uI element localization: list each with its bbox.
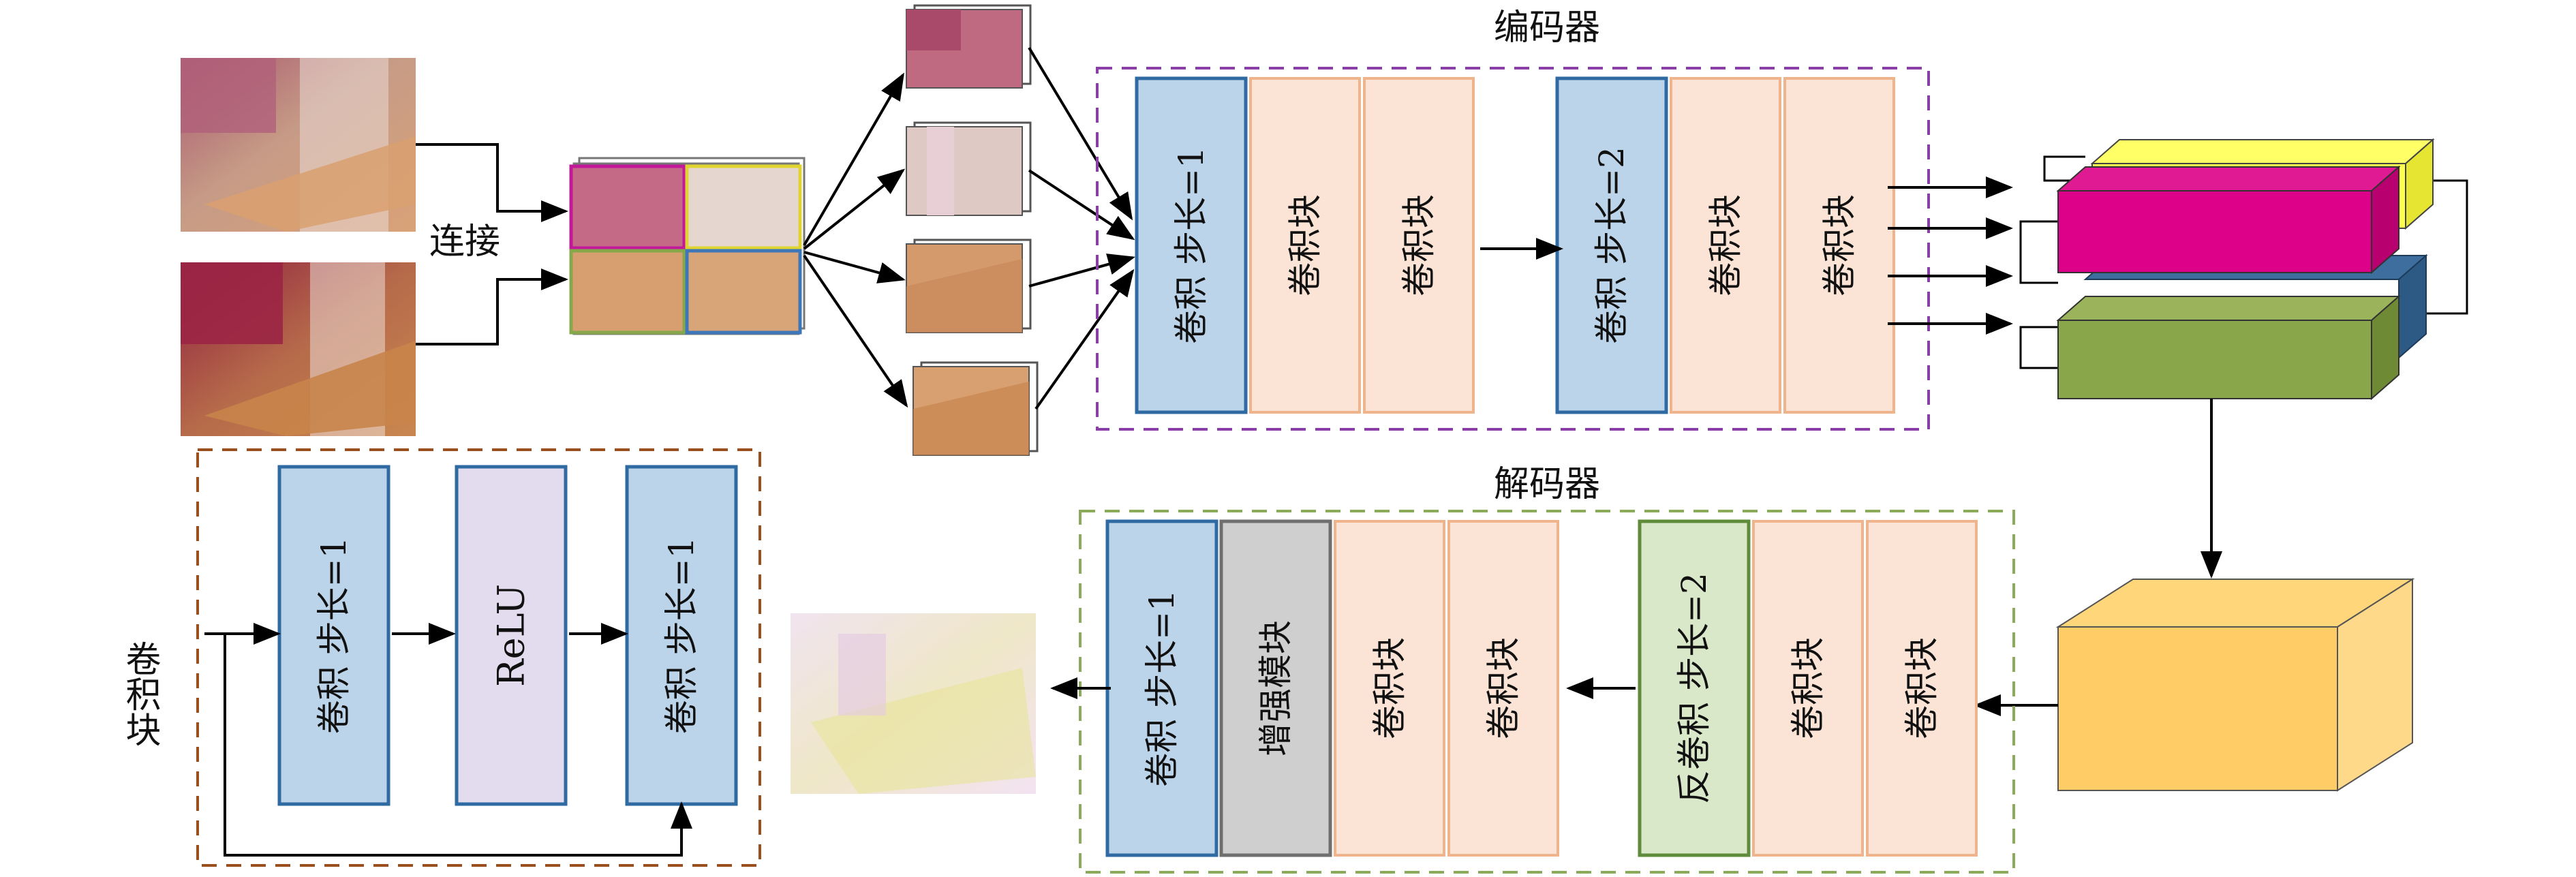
arrow-crop1-to-encoder — [1028, 46, 1133, 221]
crop-1 — [906, 4, 1032, 89]
decoder-box-4 — [1447, 520, 1559, 857]
input-image-dark — [181, 262, 416, 436]
arrow-block-skip — [224, 634, 692, 857]
conv-block-side-label: 卷积块 — [119, 641, 160, 747]
output-image — [791, 613, 1036, 794]
decoder-box-4-label: 卷积块 — [1484, 637, 1523, 739]
decoder-box-7-label: 卷积块 — [1902, 637, 1942, 739]
cube-orange — [2055, 578, 2415, 792]
encoder-frame — [1096, 67, 1930, 431]
encoder-box-6-label: 卷积块 — [1820, 194, 1859, 296]
encoder-box-3-label: 卷积块 — [1399, 194, 1439, 296]
decoder-box-5-label: 反卷积 步长=2 — [1674, 572, 1714, 804]
conv-block-box-1 — [277, 465, 390, 806]
conv-block-box-1-label: 卷积 步长=1 — [314, 537, 354, 735]
input-image-bright — [181, 58, 416, 232]
decoder-box-3 — [1334, 520, 1445, 857]
decoder-box-6 — [1752, 520, 1864, 857]
arrow-crop4-to-encoder — [1034, 268, 1135, 410]
cube-green — [2056, 294, 2401, 401]
encoder-box-2-label: 卷积块 — [1285, 194, 1325, 296]
arrow-stack-to-crop1 — [803, 72, 905, 247]
decoder-box-1 — [1105, 519, 1218, 857]
arrow-crop2-to-encoder — [1028, 169, 1135, 241]
decoder-frame — [1079, 510, 2015, 874]
conv-block-box-2-label: ReLU — [490, 584, 533, 687]
encoder-box-6 — [1783, 77, 1895, 414]
encoder-box-4 — [1555, 76, 1668, 414]
decoder-box-1-label: 卷积 步长=1 — [1142, 589, 1182, 787]
encoder-title: 编码器 — [1494, 7, 1600, 48]
decoder-box-2 — [1219, 519, 1332, 857]
arrow-stack-to-crop4 — [803, 254, 908, 408]
encoder-box-4-label: 卷积 步长=2 — [1592, 147, 1631, 344]
concat-label: 连接 — [429, 221, 500, 262]
encoder-box-3 — [1363, 77, 1475, 414]
conv-block-boxes: 卷积 步长=1 ReLU 卷积 步长=1 — [277, 465, 738, 806]
decoder-box-7 — [1866, 520, 1978, 857]
conv-block-frame — [196, 448, 761, 867]
conv-block-box-2 — [455, 465, 568, 806]
arrow-input1-to-stack — [416, 143, 568, 222]
encoder-box-5-label: 卷积块 — [1706, 194, 1745, 296]
decoder-title: 解码器 — [1494, 464, 1600, 505]
decoder-box-2-label: 增强模块 — [1256, 620, 1295, 756]
arrow-input2-to-stack — [416, 268, 568, 345]
concatenated-tile-stack — [569, 157, 806, 335]
decoder-box-3-label: 卷积块 — [1370, 637, 1409, 739]
crop-2 — [906, 121, 1032, 216]
encoder-box-5 — [1670, 77, 1781, 414]
arrow-crop3-to-encoder — [1028, 253, 1135, 288]
feature-cubes — [2019, 138, 2468, 401]
arrow-stack-to-crop2 — [803, 168, 906, 250]
decoder-box-6-label: 卷积块 — [1788, 637, 1828, 739]
encoder-box-1-label: 卷积 步长=1 — [1171, 147, 1211, 344]
arrow-stack-to-crop3 — [803, 251, 906, 283]
encoder-box-2 — [1249, 77, 1361, 414]
crop-4 — [913, 361, 1039, 456]
decoder-boxes: 卷积 步长=1 增强模块 卷积块 卷积块 反卷积 步长=2 卷积块 卷积块 — [1105, 519, 1978, 857]
encoder-boxes: 卷积 步长=1 卷积块 卷积块 卷积 步长=2 卷积块 卷积块 — [1135, 76, 1895, 414]
conv-block-box-3-label: 卷积 步长=1 — [662, 537, 701, 735]
encoder-box-1 — [1135, 76, 1248, 414]
cube-magenta — [2056, 165, 2401, 275]
decoder-box-5 — [1638, 519, 1751, 857]
crop-3 — [906, 239, 1032, 333]
